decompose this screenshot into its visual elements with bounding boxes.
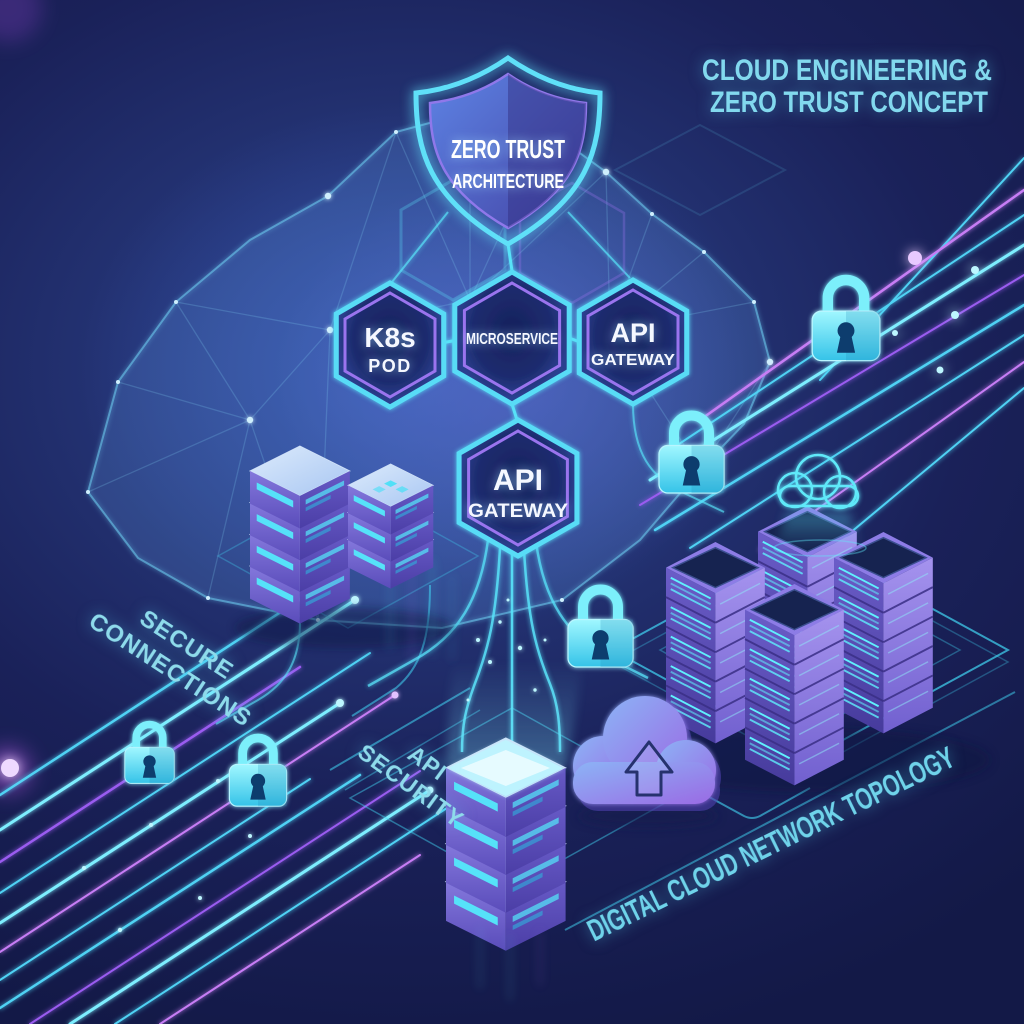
hexagon-microservice: MICROSERVICE — [452, 269, 572, 407]
k8s-pod-label-line1: K8s — [364, 322, 415, 353]
api-gateway-right-label-line2: GATEWAY — [591, 352, 675, 369]
padlock-icon — [229, 738, 286, 806]
api-gateway-center-label-line2: GATEWAY — [468, 501, 568, 522]
cloud-upload-icon — [573, 696, 721, 827]
upload-arrow-icon — [624, 740, 674, 797]
hexagon-cluster: K8s POD MICROSERVICE API GATEWAY API GAT… — [333, 178, 690, 559]
api-gateway-center-label-line1: API — [493, 464, 543, 497]
server-tower-icon — [744, 583, 845, 787]
api-gateway-right-label-line1: API — [610, 318, 655, 348]
cloud-hologram-icon — [773, 453, 867, 557]
poster-title: CLOUD ENGINEERING & ZERO TRUST CONCEPT — [702, 54, 992, 119]
server-stack-icon-center — [445, 598, 584, 1001]
hexagon-k8s-pod: K8s POD — [333, 280, 447, 410]
server-tower-icon — [833, 531, 934, 735]
hexagon-api-gateway-right: API GATEWAY — [576, 277, 690, 407]
k8s-pod-label-line2: POD — [368, 356, 412, 376]
background-hexagon — [612, 123, 788, 217]
hexagon-api-gateway-center: API GATEWAY — [456, 417, 580, 559]
title-line-1: CLOUD ENGINEERING & — [702, 54, 992, 87]
microservice-label: MICROSERVICE — [466, 331, 558, 348]
shield-label-line2: ARCHITECTURE — [452, 171, 564, 193]
padlock-icon — [812, 280, 880, 361]
title-line-2: ZERO TRUST CONCEPT — [710, 86, 988, 119]
shield-label-line1: ZERO TRUST — [451, 134, 565, 164]
server-stack-icon-left — [235, 445, 455, 661]
beam-particles — [466, 598, 547, 702]
shield-icon: ZERO TRUST ARCHITECTURE — [413, 54, 603, 247]
